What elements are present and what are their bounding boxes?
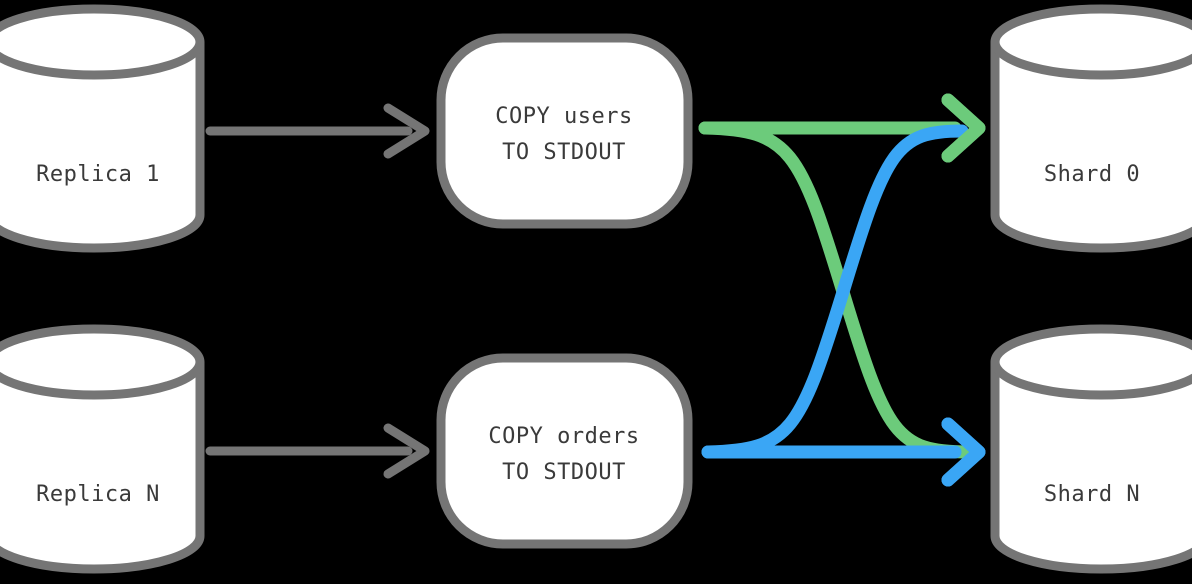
cylinder-top [0,324,205,400]
arrowhead-icon [383,103,430,159]
edge-replica1-to-copyusers [205,103,430,159]
node-shard-n[interactable]: Shard N [990,324,1192,574]
edge-replican-to-copyorders [205,423,430,479]
cylinder-body [990,42,1192,253]
node-replica-n[interactable]: Replica N [0,324,205,574]
replica-arrows [205,103,430,479]
edge-line [701,124,969,459]
node-label: Replica 1 [36,162,160,187]
cylinder-top [990,324,1192,400]
process-label-line2: TO STDOUT [502,140,626,165]
cylinder-body [0,362,205,574]
flow-arrowheads-overlay [941,93,986,487]
node-shard-0[interactable]: Shard 0 [990,4,1192,253]
flow-edges [698,93,986,487]
node-label: Replica N [36,482,160,507]
cylinder-body [0,42,205,253]
process-label-line1: COPY users [495,104,632,129]
cylinder-body [990,362,1192,574]
process-label-line1: COPY orders [488,424,639,449]
node-label: Shard 0 [1044,162,1140,187]
arrowhead-icon [941,93,986,163]
cylinder-top [990,4,1192,80]
node-copy-users[interactable]: COPY users TO STDOUT [436,33,693,229]
node-replica-1[interactable]: Replica 1 [0,4,205,253]
arrowhead-icon [383,423,430,479]
node-copy-orders[interactable]: COPY orders TO STDOUT [436,353,693,549]
process-label-line2: TO STDOUT [502,460,626,485]
edge-line [698,121,975,459]
process-box [436,353,693,549]
edge-copyorders-to-shard0 [701,124,969,459]
cylinder-top [0,4,205,80]
edge-copyorders-to-shardn [701,417,986,487]
node-label: Shard N [1044,482,1140,507]
process-box [436,33,693,229]
arrowhead-icon [941,417,986,487]
edge-copyusers-to-shardn [698,121,975,459]
